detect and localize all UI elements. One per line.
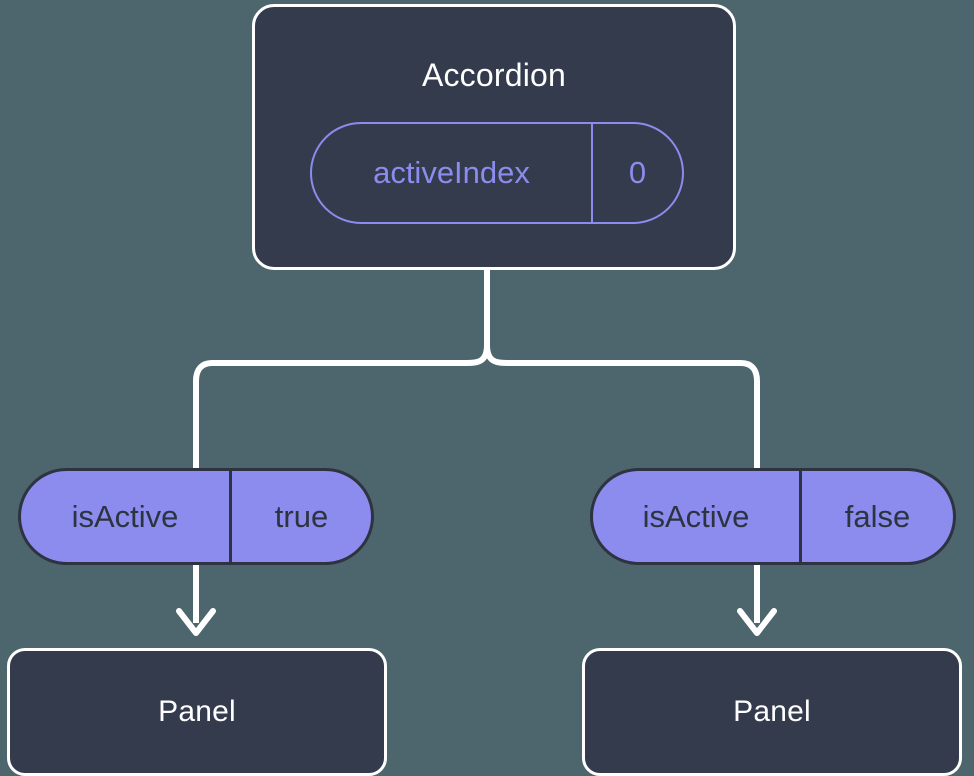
connector-branch-left (193, 344, 490, 470)
component-node-panel-right[interactable]: Panel (582, 648, 962, 776)
connector-branch-right (484, 344, 760, 470)
component-node-panel-left[interactable]: Panel (7, 648, 387, 776)
prop-pill-is-active-true[interactable]: isActive true (18, 468, 374, 565)
prop-pill-key: isActive (593, 471, 802, 562)
component-node-accordion[interactable]: Accordion activeIndex 0 (252, 4, 736, 270)
accordion-label: Accordion (421, 57, 567, 93)
arrow-head-left-icon (176, 608, 216, 636)
prop-pill-value: false (844, 498, 911, 534)
prop-pill-value: true (274, 498, 329, 534)
state-pill-key: activeIndex (312, 124, 593, 222)
arrow-head-right-icon (737, 608, 777, 636)
state-pill-value: 0 (628, 155, 647, 190)
panel-label: Panel (158, 695, 236, 728)
prop-pill-is-active-false[interactable]: isActive false (590, 468, 956, 565)
panel-label: Panel (733, 695, 811, 728)
prop-pill-key: isActive (21, 471, 232, 562)
state-pill-active-index[interactable]: activeIndex 0 (310, 122, 684, 224)
